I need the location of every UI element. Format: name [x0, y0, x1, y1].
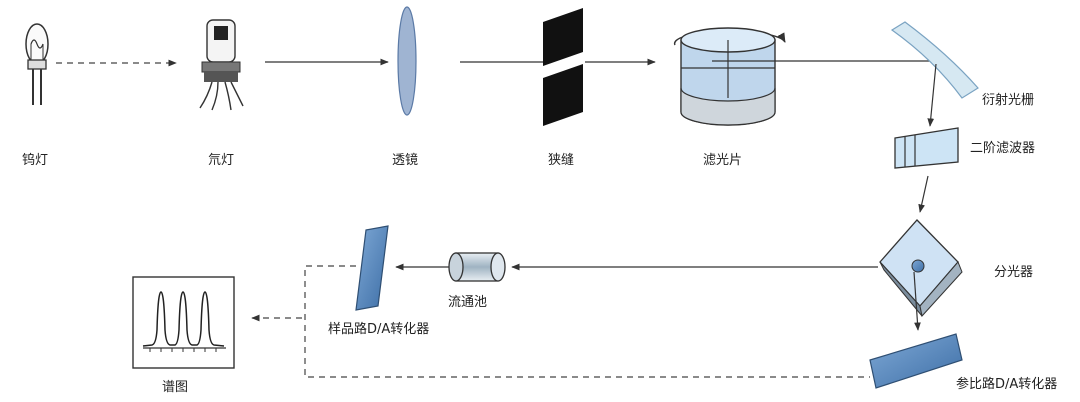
- second-order-filter-icon: [894, 127, 959, 169]
- deuterium-lamp-label: 氘灯: [208, 153, 234, 168]
- flow-cell-icon: [448, 252, 506, 282]
- filter-wheel-icon: [673, 27, 786, 126]
- reference-converter-icon: [869, 333, 963, 389]
- deuterium-lamp-icon: [199, 19, 244, 111]
- beam-splitter-label: 分光器: [994, 265, 1033, 280]
- sample-converter-icon: [355, 225, 389, 311]
- beam-splitter-to-reference: [913, 271, 921, 331]
- lens-label: 透镜: [392, 153, 418, 168]
- sample-converter-label: 样品路D/A转化器: [328, 321, 429, 337]
- slit-icon: [543, 8, 583, 126]
- beam-grating-to-filter: [927, 63, 937, 127]
- reference-converter-label: 参比路D/A转化器: [956, 376, 1057, 392]
- grating-label: 衍射光栅: [982, 92, 1034, 108]
- tungsten-lamp-icon: [25, 23, 49, 105]
- slit-label: 狭缝: [548, 153, 574, 168]
- lens-icon: [397, 6, 417, 116]
- spectrum-label: 谱图: [162, 380, 188, 395]
- beam-splitter-icon: [879, 219, 963, 318]
- diffraction-grating-icon: [890, 21, 979, 99]
- filter-label: 滤光片: [703, 153, 742, 168]
- tungsten-lamp-label: 钨灯: [22, 152, 48, 168]
- signal-line-dashed: [304, 265, 870, 378]
- spectrum-chart-icon: [132, 276, 235, 369]
- second-order-filter-label: 二阶滤波器: [970, 141, 1035, 156]
- beam-filter-to-splitter: [918, 175, 929, 213]
- flow-cell-label: 流通池: [448, 295, 487, 310]
